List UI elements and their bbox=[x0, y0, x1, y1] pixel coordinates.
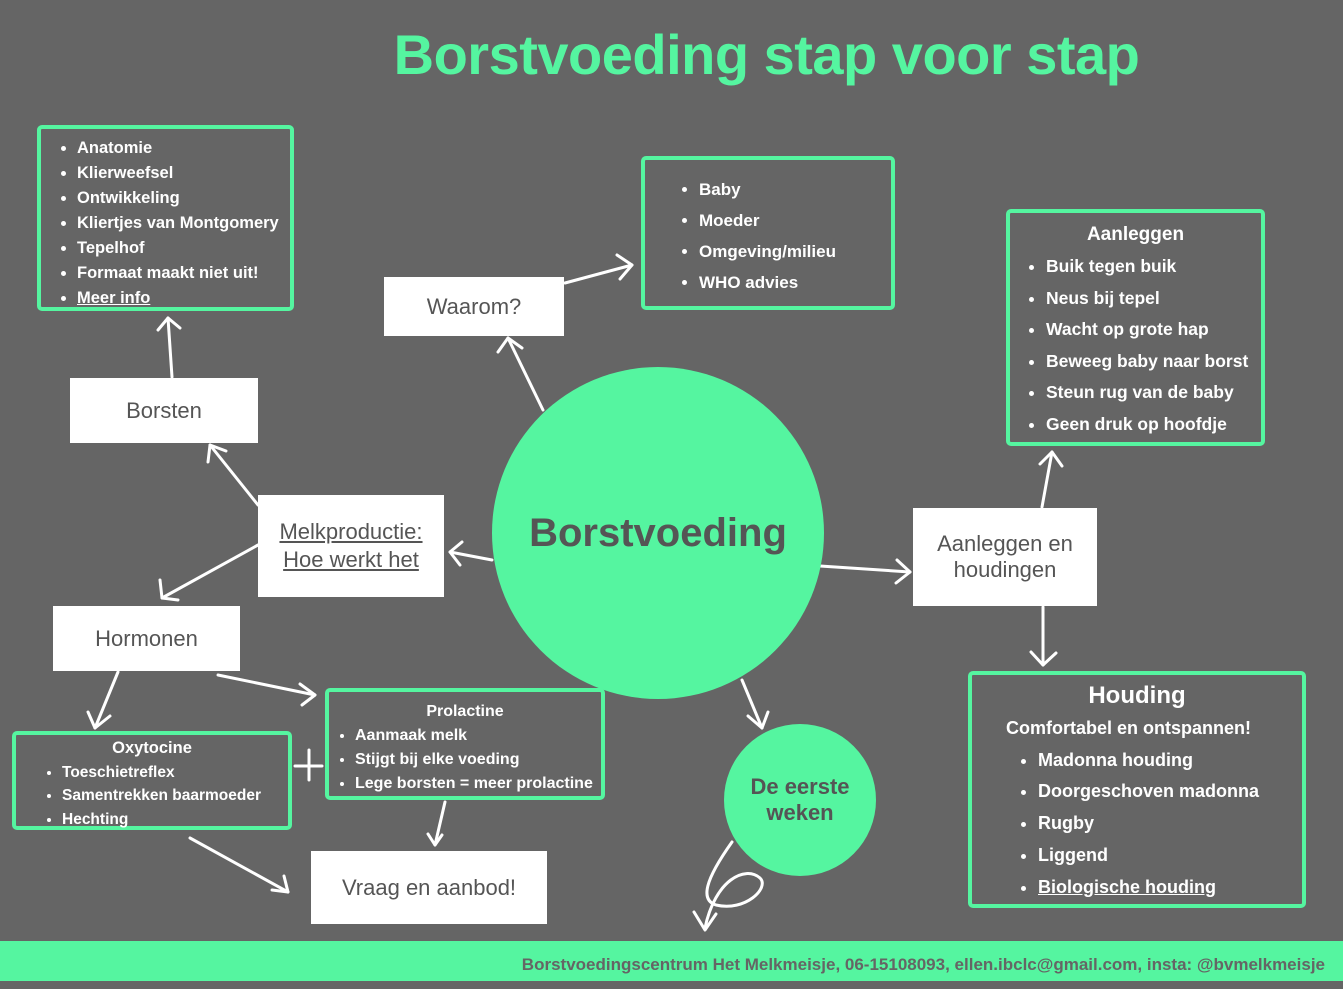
footer-contact: Borstvoedingscentrum Het Melkmeisje, 06-… bbox=[0, 941, 1343, 981]
list-item: Toeschietreflex bbox=[62, 761, 288, 785]
list-item: Geen druk op hoofdje bbox=[1046, 409, 1261, 441]
list-item: Neus bij tepel bbox=[1046, 283, 1261, 315]
borsten-label: Borsten bbox=[126, 397, 202, 423]
list-item: Liggend bbox=[1038, 840, 1302, 872]
prolactine-box: Prolactine Aanmaak melk Stijgt bij elke … bbox=[325, 688, 605, 800]
list-item: WHO advies bbox=[699, 267, 891, 298]
arrow-oxytocine-to-vraag bbox=[188, 836, 290, 894]
meer-info-link[interactable]: Meer info bbox=[77, 286, 290, 311]
aanleggen-houdingen-label: Aanleggen en houdingen bbox=[937, 531, 1073, 582]
list-item: Formaat maakt niet uit! bbox=[77, 261, 290, 286]
arrow-to-prolactine bbox=[216, 673, 317, 697]
list-item: Buik tegen buik bbox=[1046, 251, 1261, 283]
arrow-to-waarom bbox=[506, 336, 545, 412]
aanleggen-houdingen-node[interactable]: Aanleggen en houdingen bbox=[913, 508, 1097, 606]
houding-list: Madonna houding Doorgeschoven madonna Ru… bbox=[972, 745, 1302, 904]
arrow-to-aanleggen-houdingen bbox=[818, 564, 912, 574]
melkproductie-node[interactable]: Melkproductie: Hoe werkt het bbox=[258, 495, 444, 597]
squiggle-arrow bbox=[703, 840, 764, 930]
list-item: Omgeving/milieu bbox=[699, 236, 891, 267]
waarom-node[interactable]: Waarom? bbox=[384, 277, 564, 336]
waarom-label: Waarom? bbox=[426, 293, 522, 319]
oxytocine-list: Toeschietreflex Samentrekken baarmoeder … bbox=[16, 761, 288, 832]
list-item: Doorgeschoven madonna bbox=[1038, 776, 1302, 808]
center-label: Borstvoeding bbox=[529, 510, 787, 555]
oxytocine-box: Oxytocine Toeschietreflex Samentrekken b… bbox=[12, 731, 292, 830]
hormonen-label: Hormonen bbox=[95, 625, 198, 651]
biologische-houding-link[interactable]: Biologische houding bbox=[1038, 872, 1302, 904]
aanleggen-box: Aanleggen Buik tegen buik Neus bij tepel… bbox=[1006, 209, 1265, 446]
houding-box: Houding Comfortabel en ontspannen! Madon… bbox=[968, 671, 1306, 908]
hormonen-node[interactable]: Hormonen bbox=[53, 606, 240, 671]
list-item: Lege borsten = meer prolactine bbox=[355, 772, 601, 796]
reasons-list: Baby Moeder Omgeving/milieu WHO advies bbox=[645, 174, 891, 298]
eerste-weken-circle[interactable]: De eerste weken bbox=[724, 724, 876, 876]
melkproductie-label-line2[interactable]: Hoe werkt het bbox=[283, 547, 419, 572]
arrow-prolactine-to-vraag bbox=[433, 800, 447, 847]
list-item: Hechting bbox=[62, 808, 288, 832]
list-item: Beweeg baby naar borst bbox=[1046, 346, 1261, 378]
borsten-node[interactable]: Borsten bbox=[70, 378, 258, 443]
list-item: Tepelhof bbox=[77, 236, 290, 261]
reasons-box: Baby Moeder Omgeving/milieu WHO advies bbox=[641, 156, 895, 310]
list-item: Steun rug van de baby bbox=[1046, 377, 1261, 409]
melkproductie-label-line1[interactable]: Melkproductie: bbox=[279, 519, 423, 544]
arrow-to-borsten bbox=[208, 443, 260, 507]
list-item: Baby bbox=[699, 174, 891, 205]
arrow-to-borsten-list bbox=[166, 316, 174, 379]
page-title: Borstvoeding stap voor stap bbox=[393, 23, 1140, 86]
center-circle: Borstvoeding bbox=[492, 367, 824, 699]
borsten-list-box: Anatomie Klierweefsel Ontwikkeling Klier… bbox=[37, 125, 294, 311]
list-item: Wacht op grote hap bbox=[1046, 314, 1261, 346]
list-item: Moeder bbox=[699, 205, 891, 236]
arrow-to-eerste-weken bbox=[740, 678, 764, 730]
arrow-to-aanleggen bbox=[1040, 450, 1054, 509]
aanleggen-list: Buik tegen buik Neus bij tepel Wacht op … bbox=[1010, 251, 1261, 440]
eerste-weken-label: De eerste weken bbox=[750, 774, 850, 825]
houding-heading: Houding bbox=[1088, 682, 1186, 709]
aanleggen-heading: Aanleggen bbox=[1086, 224, 1185, 245]
list-item: Stijgt bij elke voeding bbox=[355, 748, 601, 772]
list-item: Anatomie bbox=[77, 136, 290, 161]
list-item: Samentrekken baarmoeder bbox=[62, 784, 288, 808]
arrow-to-melkproductie bbox=[448, 550, 494, 562]
arrow-to-oxytocine bbox=[93, 670, 120, 730]
arrow-to-hormonen bbox=[160, 543, 260, 600]
vraag-aanbod-node[interactable]: Vraag en aanbod! bbox=[311, 851, 547, 924]
arrow-to-reasons bbox=[563, 263, 634, 285]
oxytocine-heading: Oxytocine bbox=[112, 739, 192, 757]
borsten-list: Anatomie Klierweefsel Ontwikkeling Klier… bbox=[41, 136, 290, 311]
houding-subtitle: Comfortabel en ontspannen! bbox=[1006, 718, 1252, 738]
list-item: Aanmaak melk bbox=[355, 724, 601, 748]
prolactine-heading: Prolactine bbox=[426, 703, 504, 720]
list-item: Ontwikkeling bbox=[77, 186, 290, 211]
list-item: Rugby bbox=[1038, 808, 1302, 840]
plus-sign bbox=[293, 748, 324, 782]
prolactine-list: Aanmaak melk Stijgt bij elke voeding Leg… bbox=[329, 724, 601, 796]
list-item: Klierweefsel bbox=[77, 161, 290, 186]
list-item: Madonna houding bbox=[1038, 745, 1302, 777]
list-item: Kliertjes van Montgomery bbox=[77, 211, 290, 236]
vraag-aanbod-label: Vraag en aanbod! bbox=[341, 874, 517, 900]
